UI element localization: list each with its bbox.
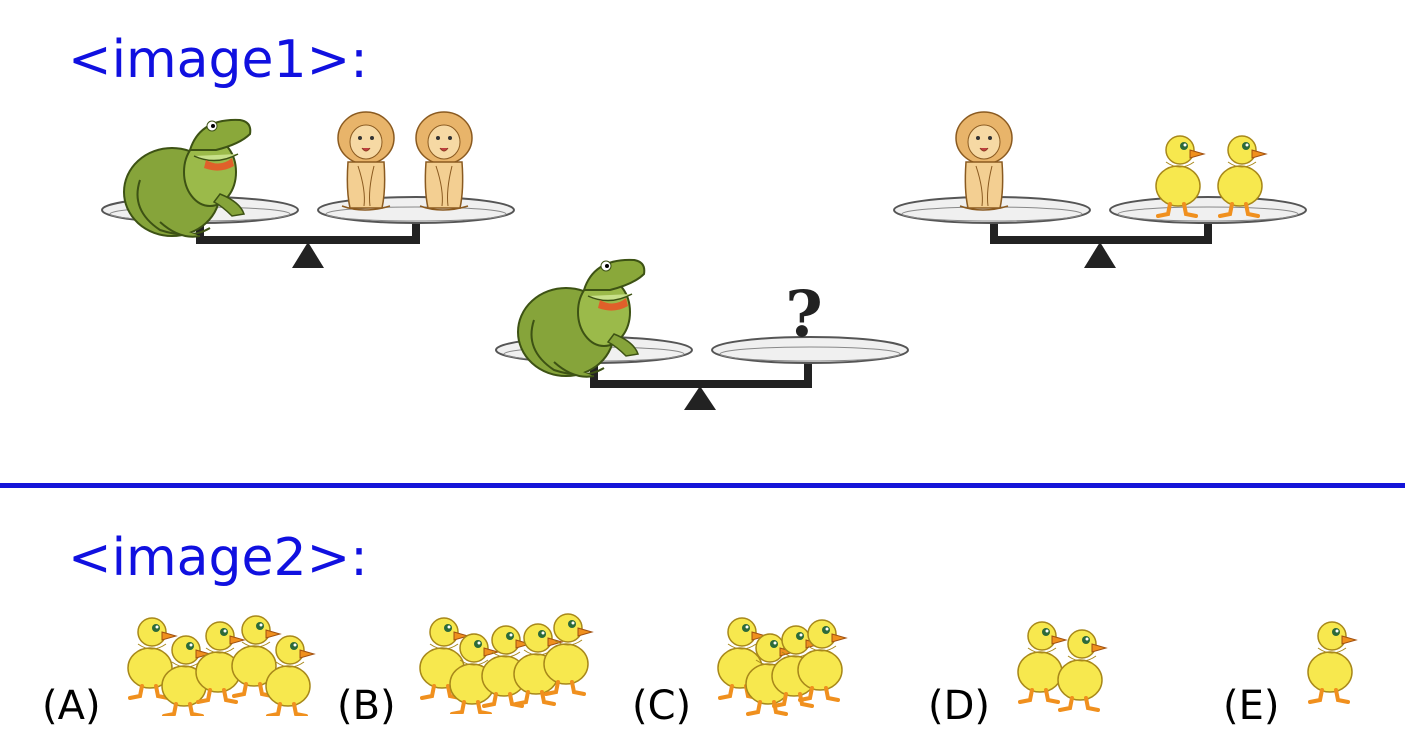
option-a-label: (A) [42, 683, 101, 729]
image2-heading: <image2>: [68, 528, 368, 588]
divider [0, 483, 1405, 488]
scale-2 [893, 111, 1307, 268]
option-c-ducks [716, 616, 848, 716]
scales-illustration: ? [101, 111, 1307, 410]
question-mark: ? [785, 277, 823, 352]
option-b-ducks [418, 612, 594, 714]
lion-icon [337, 111, 395, 211]
option-d-label: (D) [928, 683, 991, 729]
lion-icon [415, 111, 473, 211]
scale-1 [101, 111, 515, 268]
option-c-label: (C) [632, 683, 692, 729]
option-e-ducks [1306, 620, 1358, 704]
option-e-label: (E) [1223, 683, 1280, 729]
option-d-ducks [1016, 620, 1108, 712]
option-a-ducks [126, 614, 316, 716]
duck-icon [1306, 620, 1358, 704]
scale-3: ? [495, 258, 909, 410]
lion-icon [955, 111, 1013, 211]
image1-heading: <image1>: [68, 30, 368, 90]
option-b-label: (B) [337, 683, 396, 729]
